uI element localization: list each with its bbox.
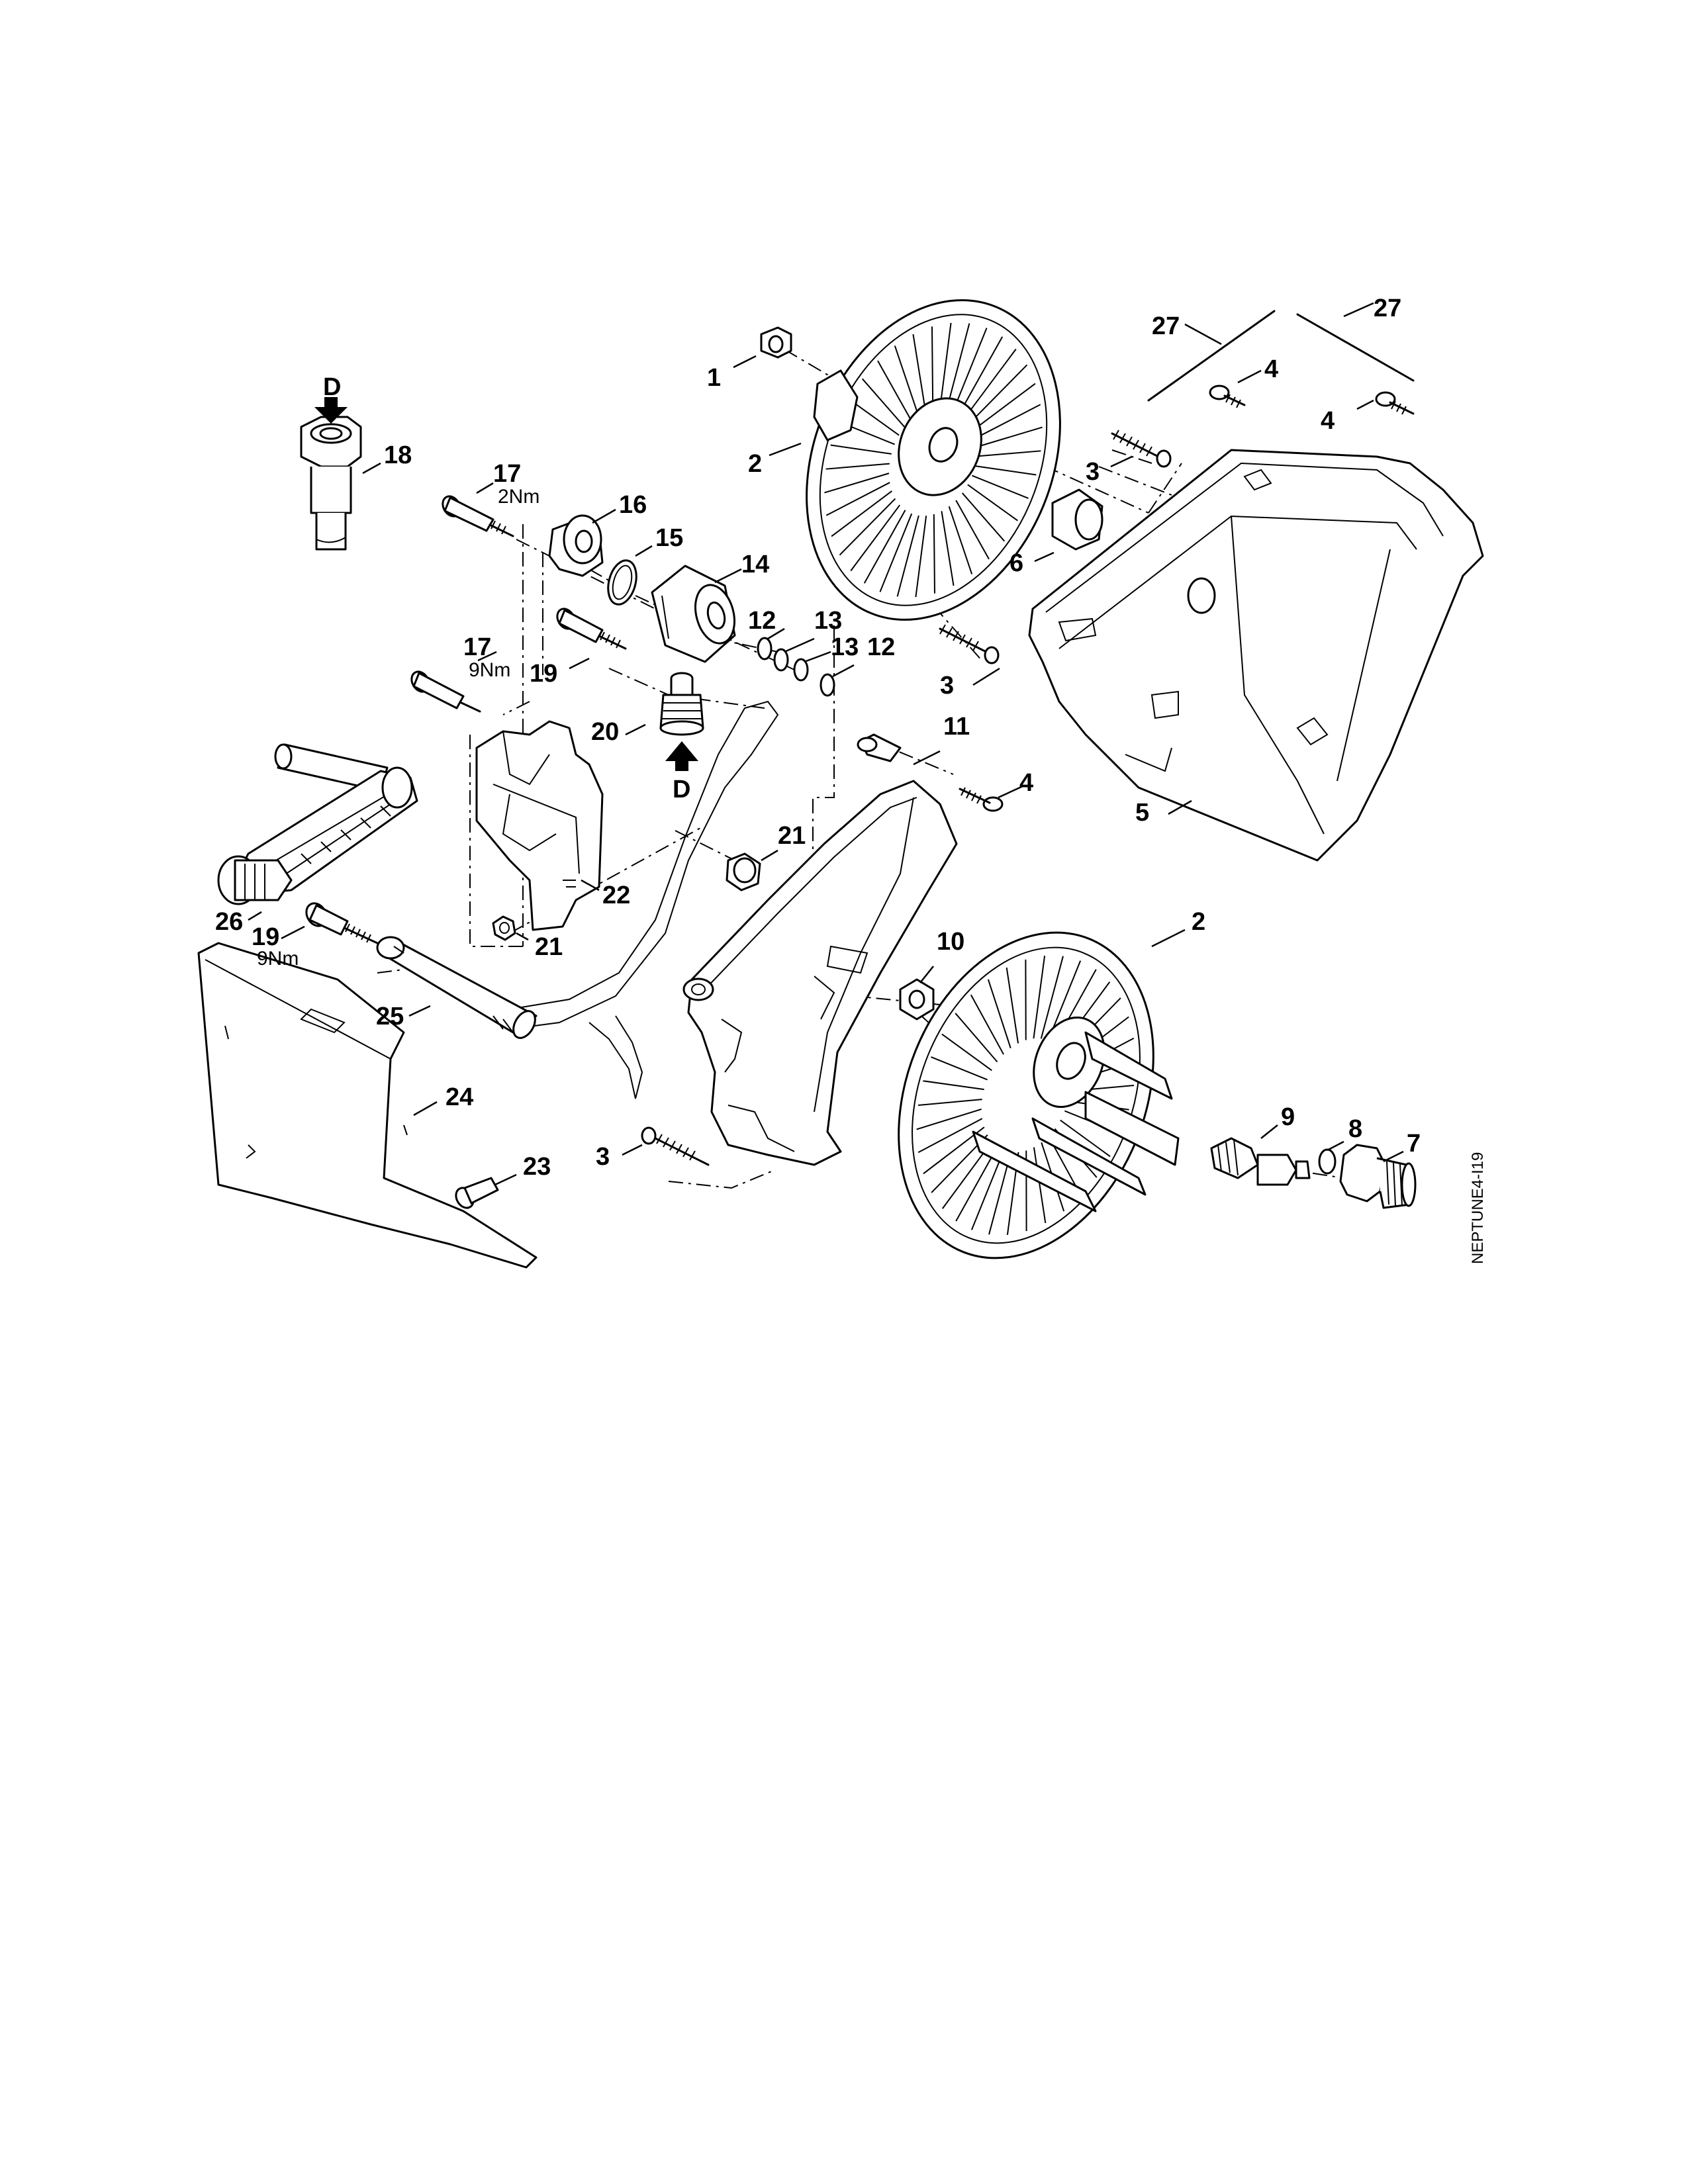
callout-3-top: 3	[1086, 458, 1100, 486]
callout-23: 23	[523, 1153, 551, 1181]
callout-2-bottom: 2	[1192, 908, 1205, 936]
part-22-bracket	[475, 720, 604, 931]
callout-18: 18	[384, 441, 412, 469]
callout-25: 25	[376, 1003, 404, 1030]
callout-15: 15	[655, 524, 683, 552]
frame-outline	[509, 700, 779, 1099]
callout-27-right: 27	[1374, 295, 1401, 322]
torque-17-middle: 9Nm	[469, 659, 510, 681]
part-2-drum-wheel-top	[806, 299, 1061, 621]
part-10-nut	[899, 978, 935, 1021]
callout-4-right: 4	[1321, 407, 1335, 435]
detail-d-arrow-top	[314, 397, 348, 424]
part-24-cover-plate	[197, 942, 538, 1269]
drawing-code: NEPTUNE4-I19	[1469, 1152, 1487, 1264]
callout-21-top: 21	[778, 822, 806, 850]
detail-markers: D D	[323, 373, 690, 803]
callout-16: 16	[619, 491, 647, 519]
torque-19-lower: 9Nm	[257, 948, 299, 970]
callout-17-top: 17	[493, 460, 521, 488]
callout-6: 6	[1009, 549, 1023, 577]
torque-labels: 2Nm 9Nm 9Nm	[257, 486, 539, 970]
callout-9: 9	[1281, 1103, 1295, 1131]
detail-d-label-top: D	[323, 373, 341, 401]
callout-17-middle: 17	[463, 633, 491, 661]
callout-numbers: 1 2 3 27 27 4 4 6 18 17 16 15 14 12 13 1…	[215, 295, 1421, 1181]
callout-13-upper: 13	[814, 607, 842, 635]
callout-21-bottom: 21	[535, 933, 563, 961]
callout-12-left: 12	[748, 607, 776, 635]
part-6-bushing	[1051, 488, 1103, 551]
callout-8: 8	[1348, 1115, 1362, 1143]
part-27-strips	[1147, 310, 1415, 402]
callout-19-top: 19	[530, 660, 557, 688]
callout-20: 20	[591, 718, 619, 746]
callout-13-lower: 13	[831, 633, 859, 661]
part-4-screw-a	[1209, 385, 1246, 408]
callout-3-bottom: 3	[596, 1143, 610, 1171]
part-21-nut-top	[726, 852, 761, 891]
part-5-housing	[1028, 449, 1484, 862]
callout-24: 24	[445, 1083, 473, 1111]
part-25-shaft	[376, 936, 538, 1039]
callout-3-middle: 3	[940, 672, 954, 700]
part-15-ring	[607, 559, 637, 606]
callout-5: 5	[1135, 799, 1149, 827]
part-3-screw-bottom	[641, 1126, 710, 1166]
part-14-coupling	[651, 565, 736, 663]
part-7-connector	[1339, 1144, 1417, 1209]
detail-d-label-bottom: D	[673, 776, 690, 803]
callout-4-top: 4	[1264, 355, 1278, 383]
part-16-bearing-block	[548, 514, 604, 577]
callout-11: 11	[943, 713, 970, 741]
part-3-screw-top	[1111, 430, 1172, 468]
part-19-bolt-lower	[305, 902, 379, 944]
callout-leaders	[248, 302, 1404, 1186]
part-19-bolt-top	[556, 608, 627, 650]
part-3-screw-middle	[939, 624, 1000, 664]
callout-27-left: 27	[1152, 312, 1180, 340]
callout-2-top: 2	[748, 450, 762, 478]
part-26-crank-handle	[217, 743, 418, 905]
callout-7: 7	[1407, 1130, 1421, 1158]
part-23-screw	[455, 1177, 499, 1209]
part-8-o-ring	[1318, 1148, 1336, 1175]
part-4-screw-c	[959, 787, 1004, 812]
part-21-nut-bottom	[492, 915, 516, 941]
callout-26: 26	[215, 908, 243, 936]
part-11-side-panel	[682, 733, 958, 1166]
callout-19-lower: 19	[252, 923, 279, 951]
callout-1: 1	[707, 364, 721, 392]
detail-d-arrow-bottom	[665, 741, 698, 771]
callout-22: 22	[602, 882, 630, 909]
part-4-screw-b	[1375, 391, 1415, 415]
callout-4-middle: 4	[1019, 769, 1033, 797]
torque-17-top: 2Nm	[498, 486, 539, 508]
callout-14: 14	[741, 551, 769, 578]
part-2-drum-wheel-bottom	[898, 931, 1180, 1259]
part-12-13-o-rings	[757, 637, 835, 697]
callout-12-right: 12	[867, 633, 895, 661]
callout-10: 10	[937, 928, 964, 956]
part-9-swivel	[1210, 1137, 1311, 1186]
part-17-bolt-middle	[410, 670, 481, 713]
part-18-fitting	[300, 416, 362, 551]
part-17-bolt-top	[442, 495, 514, 537]
part-20-nipple	[659, 672, 704, 736]
part-1-nut	[760, 326, 792, 359]
